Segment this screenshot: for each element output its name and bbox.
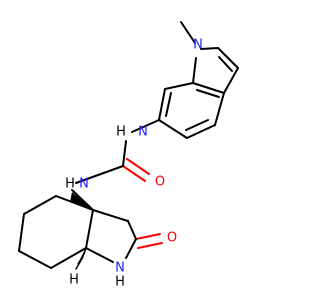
atom-o-urea: O — [155, 175, 165, 190]
bond-c2-n1 — [125, 238, 137, 259]
stereo-wedge-upper — [70, 192, 93, 210]
bond-c3a-c4 — [214, 92, 225, 126]
atom-o-lactam: O — [167, 231, 177, 246]
bond-c7a-c3a — [85, 209, 94, 249]
structure-canvas: N N H O N H O N H H — [18, 21, 239, 290]
atom-n-lactam: N — [115, 261, 125, 276]
bond-nh-carbonyl — [122, 140, 127, 167]
bond-c5-c6 — [18, 213, 25, 252]
stereo-hash-bond — [75, 247, 87, 270]
bond-c4-c5-inner — [185, 119, 209, 131]
bond-c3a-c7a — [192, 82, 225, 94]
atom-n-indole: N — [193, 38, 203, 53]
bond-c3a-c3 — [92, 209, 129, 222]
bond-c6-c7 — [158, 88, 166, 121]
bond-c2-o-double — [137, 242, 163, 249]
bond-n1-c7a — [85, 247, 114, 263]
bond-c6-c7 — [18, 250, 52, 269]
bond-c3a-c4 — [55, 195, 94, 211]
bond-c7-c7a — [50, 247, 87, 269]
molecule-structure: N N H O N H O N H H — [18, 21, 239, 290]
bond-n1-c2 — [200, 47, 219, 50]
bond-carbonyl-o — [122, 165, 146, 182]
bond-c4-c5 — [186, 124, 216, 139]
bond-c2-c3-inner — [218, 56, 233, 72]
bond-carbonyl-o-double — [126, 158, 150, 175]
bond-c7-c7a — [164, 82, 194, 90]
bond-c3-c2 — [127, 220, 137, 240]
bond-c5-c6 — [158, 119, 188, 139]
bond-c3-c3a — [223, 67, 239, 94]
bond-c4-c5 — [23, 195, 57, 215]
atom-h-lactam: H — [115, 275, 125, 290]
bond-nh-c3a — [71, 189, 94, 211]
bond-c7a-c3a-inner — [196, 89, 220, 98]
atom-h-urea-lower: H — [65, 177, 75, 192]
atom-h-urea-upper: H — [116, 125, 126, 140]
atom-n-urea-upper: N — [138, 125, 148, 140]
bond-c2-o — [135, 233, 161, 240]
atom-h-stereo: H — [69, 273, 79, 288]
bond-c6-c7-inner — [165, 92, 172, 117]
atom-n-urea-lower: N — [79, 177, 89, 192]
bond-methyl-n — [180, 21, 196, 44]
bond-c7a-n1 — [192, 57, 197, 84]
bond-carbonyl-nh — [75, 165, 124, 184]
bond-c6-nh — [131, 119, 160, 133]
bond-c2-c3 — [217, 47, 239, 69]
